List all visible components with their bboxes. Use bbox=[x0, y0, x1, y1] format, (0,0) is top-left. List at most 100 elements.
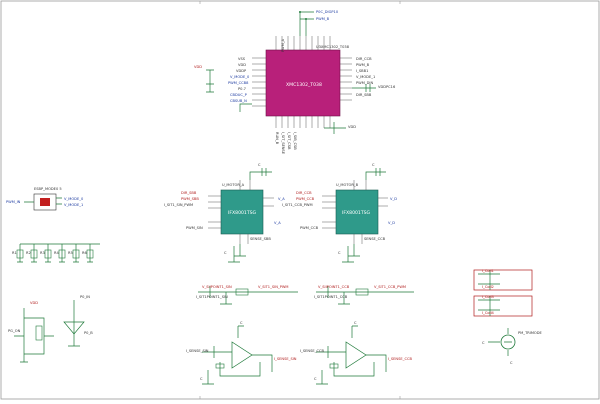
connector-cap: C bbox=[482, 341, 485, 345]
mcu-net-left: VDDP bbox=[236, 69, 247, 73]
mcu-net-left: V_MODE_0 bbox=[230, 75, 250, 79]
driver-a-net: PWM_SIN bbox=[186, 226, 203, 230]
mcu-net-top: P0C_DIGP10 bbox=[316, 10, 339, 14]
amp-net: I_SENSE_CCB bbox=[388, 357, 412, 361]
driver-b-net: PWM_CCB bbox=[300, 226, 319, 230]
mcu-ref: U3XMC1302_T038 bbox=[316, 45, 350, 49]
connector-label: PM_TRIMODE bbox=[518, 331, 543, 335]
filter-net: V_SIT1_CCB_PWM bbox=[374, 285, 406, 289]
driver-b-net: DIR_CCB bbox=[296, 191, 312, 195]
driver-a-body[interactable] bbox=[220, 189, 264, 235]
mcu-net-right: DIR_SBB bbox=[356, 93, 372, 97]
driver-b-body[interactable] bbox=[335, 189, 379, 235]
filter-net: I_SIT1POINT1_SIN bbox=[196, 295, 228, 299]
mcu-net-left: P0.7 bbox=[238, 87, 246, 91]
coil-net: I_Coil4 bbox=[482, 311, 495, 315]
driver-a-net: V_A bbox=[274, 221, 281, 225]
mcu-net-right: V_MODE_1 bbox=[356, 75, 375, 79]
amp-b-triangle[interactable] bbox=[345, 341, 367, 369]
resistor-bank-block: R1 R2 R3 R4 R5 R6 bbox=[12, 243, 100, 263]
connector-block: I_Coil1 I_Coil2 I_Coil3 I_Coil4 PM_TRIMO… bbox=[473, 269, 543, 365]
mode-switch-net: V_MODE_1 bbox=[64, 203, 83, 207]
mcu-net-right: I_SBB1 bbox=[356, 69, 368, 73]
driver-a-block: IFX8001TSG U_MOTOR_A DIR_SBB PWM_SBB I_S… bbox=[164, 163, 285, 263]
driver-b-net: I_SIT1_CCB_PWM bbox=[282, 203, 313, 207]
coil-net: I_Coil2 bbox=[482, 285, 494, 289]
resistor-label: R2 bbox=[26, 251, 31, 255]
mcu-block: XMC1302_T038 U3XMC1302_T038 VSS VDD VDDP… bbox=[194, 10, 396, 155]
mcu-body[interactable] bbox=[265, 49, 341, 117]
resistor-label: R6 bbox=[82, 251, 87, 255]
driver-b-net: SENSE_CCB bbox=[364, 237, 386, 241]
amp-cap: C bbox=[240, 321, 243, 325]
mcu-net-bottom: I_SIB_CSB bbox=[293, 132, 297, 150]
amp-b-block: I_SENSE_CCB I_SENSE_CCB C C bbox=[300, 321, 412, 385]
driver-a-net: PWM_SBB bbox=[181, 197, 199, 201]
mcu-net-right: PWM_DIN bbox=[356, 81, 373, 85]
mcu-vdd-label: VDD bbox=[194, 65, 202, 69]
power-block: VDD PG_ON P0_IN P0_B bbox=[8, 295, 93, 363]
amp-net: I_SENSE_CCB bbox=[300, 349, 324, 353]
amp-net: I_SENSE_SIN bbox=[186, 349, 209, 353]
coil-box-1[interactable] bbox=[473, 269, 533, 291]
mcu-net-top: PWM_B bbox=[316, 17, 330, 21]
power-net: VDD bbox=[30, 301, 38, 305]
driver-a-net: DIR_SBB bbox=[181, 191, 197, 195]
filter-b-block: V_SIIPOINT1_CCB V_SIT1_CCB_PWM I_SIT1POI… bbox=[314, 285, 414, 305]
driver-b-net: V_D bbox=[390, 197, 397, 201]
mcu-net-bottom: VDD bbox=[348, 125, 356, 129]
mcu-net-right: VDDPC16 bbox=[378, 85, 396, 89]
power-net: PG_ON bbox=[8, 329, 21, 333]
coil-terminal[interactable] bbox=[500, 334, 516, 350]
amp-cap: C bbox=[200, 377, 203, 381]
driver-a-net: V_A bbox=[278, 197, 285, 201]
amp-a-triangle[interactable] bbox=[231, 341, 253, 369]
driver-b-cap: C bbox=[372, 163, 375, 167]
filter-net: V_SIIPOINT1_SIN bbox=[202, 285, 232, 289]
mode-switch-ref: ESBP_MODE0 5 bbox=[34, 187, 62, 191]
mode-switch-block: ESBP_MODE0 5 PWM_IN V_MODE_0 V_MODE_1 bbox=[6, 187, 84, 211]
driver-a-net: SENSE_SBB bbox=[250, 237, 271, 241]
connector-cap: C bbox=[510, 361, 513, 365]
mcu-net-top: PWM_A bbox=[281, 38, 285, 52]
amp-net: I_SENSE_SIN bbox=[274, 357, 297, 361]
driver-a-ref: U_MOTOR_A bbox=[222, 183, 245, 187]
resistor-label: R1 bbox=[12, 251, 17, 255]
driver-b-name: IFX8001TSG bbox=[342, 210, 371, 216]
filter-net: V_SIT1_SIN_PWM bbox=[258, 285, 289, 289]
mcu-name: XMC1302_T038 bbox=[286, 82, 322, 88]
mcu-net-right: DIR_CCB bbox=[356, 57, 372, 61]
mcu-net-left: CBSUB_N bbox=[230, 99, 247, 103]
resistor-label: R3 bbox=[40, 251, 45, 255]
mcu-net-bottom: I_SIT_SENSE bbox=[281, 132, 285, 155]
mcu-net-bottom: RUN_B bbox=[275, 132, 279, 145]
mode-switch-net: V_MODE_0 bbox=[64, 197, 84, 201]
amp-cap: C bbox=[314, 377, 317, 381]
driver-a-name: IFX8001TSG bbox=[228, 210, 257, 216]
coil-net: I_Coil3 bbox=[482, 295, 494, 299]
resistor-label: R4 bbox=[54, 251, 59, 255]
driver-b-net: V_D bbox=[388, 221, 395, 225]
driver-b-ref: U_MOTOR_B bbox=[336, 183, 359, 187]
mcu-net-bottom: I_SIT_CSB bbox=[287, 132, 291, 150]
driver-b-block: IFX8001TSG U_MOTOR_B DIR_CCB PWM_CCB I_S… bbox=[282, 163, 397, 263]
mcu-net-left: CBDUC_P bbox=[230, 93, 248, 97]
driver-a-cap: C bbox=[224, 251, 227, 255]
mcu-net-right: PWM_B bbox=[356, 63, 370, 67]
power-net: P0_IN bbox=[80, 295, 90, 299]
mode-switch-net: PWM_IN bbox=[6, 200, 21, 204]
amp-cap: C bbox=[354, 321, 357, 325]
mcu-net-left: VDD bbox=[238, 63, 246, 67]
amp-a-block: I_SENSE_SIN I_SENSE_SIN C C bbox=[186, 321, 297, 385]
driver-a-net: I_SIT1_SIN_PWM bbox=[164, 203, 193, 207]
resistor-label: R5 bbox=[68, 251, 73, 255]
filter-net: I_SIT1POINT1_CCB bbox=[314, 295, 348, 299]
coil-box-2[interactable] bbox=[473, 295, 533, 317]
driver-a-cap: C bbox=[258, 163, 261, 167]
driver-b-net: PWM_CCB bbox=[296, 197, 315, 201]
filter-a-block: V_SIIPOINT1_SIN V_SIT1_SIN_PWM I_SIT1POI… bbox=[196, 285, 298, 305]
driver-b-cap: C bbox=[338, 251, 341, 255]
